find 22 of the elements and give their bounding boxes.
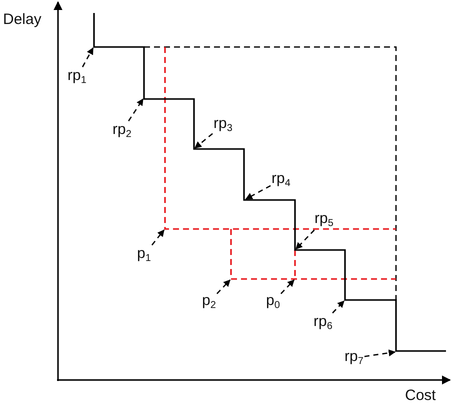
leader-arrow bbox=[128, 98, 144, 122]
point-label: rp$_{6}$ bbox=[314, 314, 332, 332]
point-label: rp$_{4}$ bbox=[272, 171, 290, 189]
point-label: rp$_{2}$ bbox=[112, 122, 132, 140]
leader-arrow bbox=[296, 230, 315, 250]
leader-arrow bbox=[245, 185, 271, 200]
point-label: rp$_{1}$ bbox=[68, 68, 86, 86]
axis-label: Cost bbox=[405, 388, 436, 403]
leader-arrow bbox=[332, 300, 344, 314]
leader-arrow bbox=[82, 47, 94, 68]
point-label: p$_{2}$ bbox=[202, 293, 216, 311]
point-label: rp$_{7}$ bbox=[344, 349, 364, 367]
leader-arrow bbox=[216, 280, 230, 294]
leader-arrow bbox=[194, 133, 213, 148]
point-label: p$_{0}$ bbox=[266, 293, 280, 311]
leader-arrow bbox=[280, 280, 294, 294]
point-label: rp$_{5}$ bbox=[314, 211, 334, 229]
axis-label: Delay bbox=[3, 12, 42, 27]
leader-arrow bbox=[151, 229, 164, 246]
leader-arrow bbox=[364, 349, 396, 358]
point-label: p$_{1}$ bbox=[137, 246, 151, 264]
point-label: rp$_{3}$ bbox=[214, 116, 232, 134]
